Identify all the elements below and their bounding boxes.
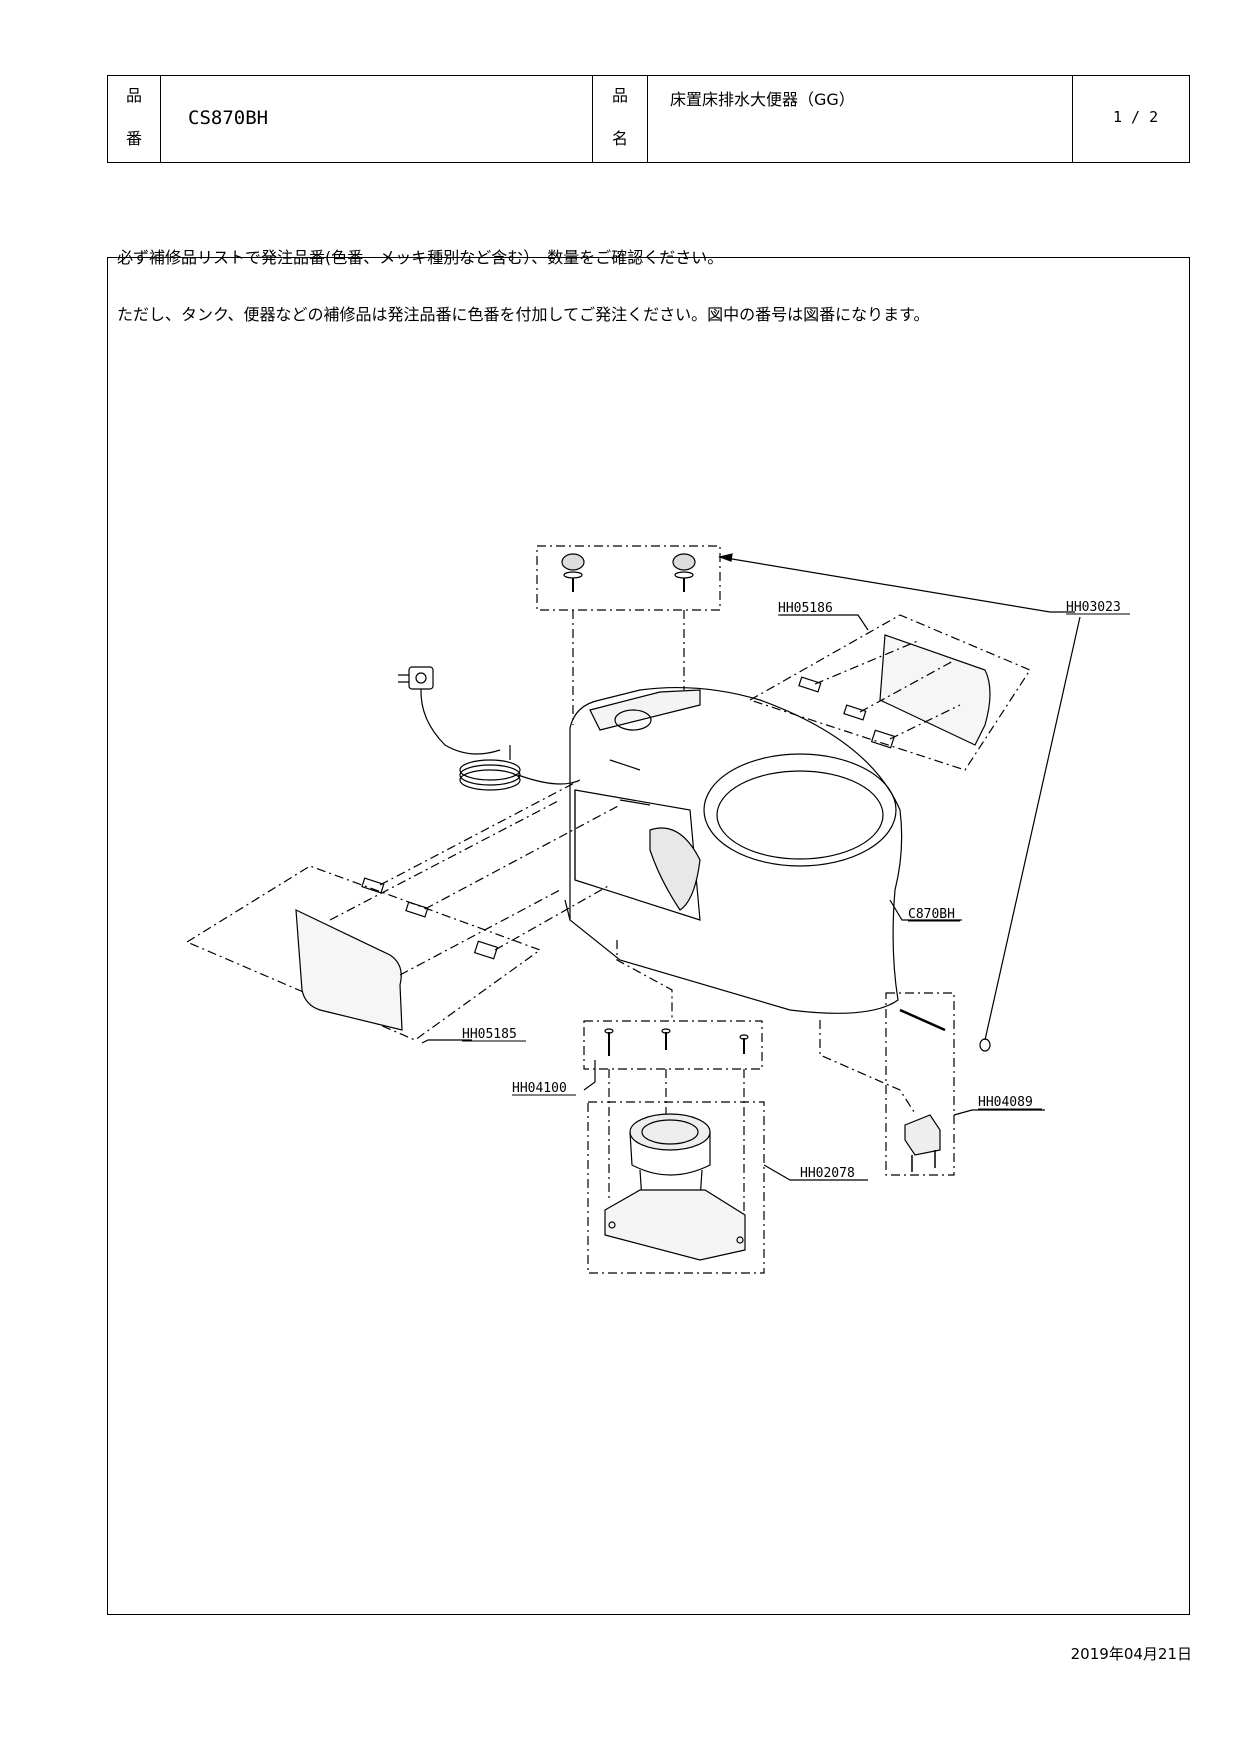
label-hh02078: HH02078 (800, 1166, 855, 1181)
side-cover-right (879, 634, 991, 746)
product-name-cell: 床置床排水大便器（GG） (648, 76, 1073, 162)
screw-mid (661, 1028, 671, 1050)
screw-group-box (583, 1020, 763, 1070)
hinban-label-2: 番 (126, 129, 143, 148)
cap-group-box (536, 545, 721, 611)
label-hh05185: HH05185 (462, 1027, 517, 1042)
power-cord (398, 666, 581, 791)
screw-right (739, 1034, 749, 1054)
product-code-cell: CS870BH (161, 76, 593, 162)
side-cover-left (295, 909, 403, 1031)
diagram-frame (107, 257, 1190, 1615)
label-hh03023: HH03023 (1066, 600, 1121, 615)
label-hh05186: HH05186 (778, 601, 833, 616)
hinban-label-1: 品 (126, 86, 143, 105)
hinmei-label-cell: 品 名 (593, 76, 648, 162)
title-block: 品 番 CS870BH 品 名 床置床排水大便器（GG） 1 / 2 (107, 75, 1190, 163)
label-hh04100: HH04100 (512, 1081, 567, 1096)
hinmei-label-2: 名 (612, 129, 629, 148)
toilet-bowl-body (564, 686, 903, 1014)
bolt-cap-left (561, 553, 585, 592)
label-c870bh: C870BH (908, 907, 955, 922)
product-code: CS870BH (188, 107, 269, 129)
part-labels: HH03023 HH05186 C870BH HH05185 HH04100 H… (462, 600, 1130, 1181)
flange-box (587, 1101, 765, 1274)
page-cell: 1 / 2 (1073, 76, 1191, 162)
label-hh04089: HH04089 (978, 1095, 1033, 1110)
mounting-bolt (899, 1008, 991, 1052)
bracket-box (885, 992, 955, 1176)
page-number: 1 / 2 (1113, 108, 1159, 126)
issue-date: 2019年04月21日 (1070, 1645, 1192, 1663)
hinban-label-cell: 品 番 (108, 76, 161, 162)
side-cover-right-box (748, 614, 1031, 771)
mounting-bracket (904, 1114, 941, 1172)
screw-left (604, 1028, 614, 1056)
side-cover-left-box (185, 865, 542, 1041)
product-name: 床置床排水大便器（GG） (670, 90, 855, 109)
bolt-cap-right (672, 553, 696, 592)
floor-flange (604, 1113, 746, 1261)
hinmei-label-1: 品 (612, 86, 629, 105)
note-line-2: ただし、タンク、便器などの補修品は発注品番に色番を付加してご発注ください。図中の… (117, 305, 930, 324)
